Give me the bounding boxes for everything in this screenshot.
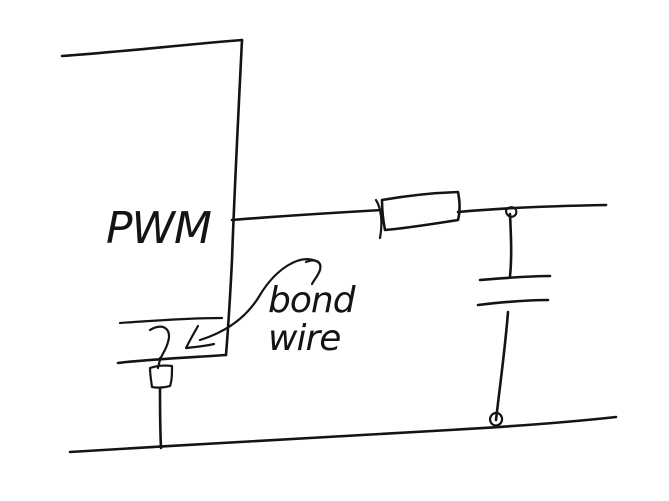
arrow-hook xyxy=(304,259,322,286)
arrow-shaft xyxy=(198,258,320,342)
chip-bottom-edge xyxy=(116,353,228,365)
pwm-chip xyxy=(60,38,244,365)
resistor-symbol xyxy=(380,190,461,232)
top-trace xyxy=(230,190,608,240)
capacitor xyxy=(476,212,552,427)
pwm-label: PWM xyxy=(106,203,211,254)
bond-label: bond xyxy=(268,280,357,321)
cap-plate-bottom xyxy=(476,298,550,307)
trace-after-resistor xyxy=(456,203,608,214)
pin-pad xyxy=(118,316,224,362)
chip-right-edge xyxy=(224,38,244,357)
chip-top-edge xyxy=(60,38,244,58)
ground-rail xyxy=(68,415,618,454)
wire-label: wire xyxy=(268,318,340,359)
pin-lead-to-ground xyxy=(158,386,163,450)
arrowhead-icon xyxy=(184,324,216,350)
resistor-left-lead xyxy=(374,198,383,240)
cap-bottom-lead xyxy=(494,310,510,422)
cap-top-lead xyxy=(508,212,513,278)
bond-wire-arrow xyxy=(184,258,322,350)
bottom-node-dot xyxy=(488,411,504,427)
top-node-dot xyxy=(504,206,518,218)
pin-stem xyxy=(156,356,162,370)
pin-pad-top xyxy=(118,316,224,325)
pin-pad-hook xyxy=(148,325,171,362)
trace-to-resistor xyxy=(230,208,384,222)
cap-plate-top xyxy=(478,274,552,282)
pin-body xyxy=(148,364,174,389)
package-pin xyxy=(148,356,174,450)
